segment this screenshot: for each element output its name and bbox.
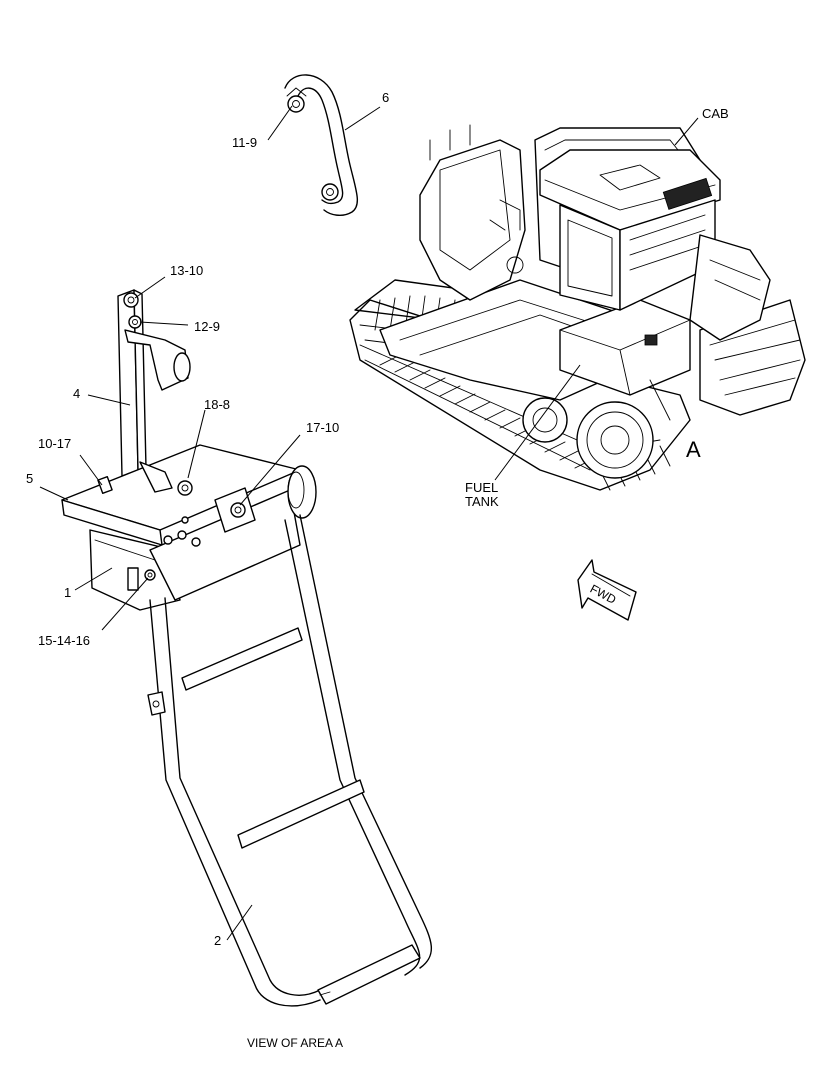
- callout-12-9: 12-9: [194, 319, 220, 334]
- cab-leader: [674, 117, 699, 146]
- callout-4: 4: [73, 386, 80, 401]
- machine-illustration: [349, 124, 806, 491]
- callout-15-14-16: 15-14-16: [38, 633, 90, 648]
- callout-13-10: 13-10: [170, 263, 203, 278]
- leader-11-9: [267, 105, 293, 141]
- cab-label: CAB: [702, 106, 729, 121]
- leader-13-10: [134, 276, 166, 299]
- callout-6: 6: [382, 90, 389, 105]
- area-marker: A: [686, 437, 701, 462]
- leader-2: [226, 904, 253, 941]
- leader-18-8: [187, 409, 206, 479]
- callout-5: 5: [26, 471, 33, 486]
- leader-15-14-16: [101, 577, 149, 631]
- leader-12-9: [139, 321, 189, 326]
- leader-4: [87, 394, 131, 406]
- bracket-assembly: [61, 289, 317, 611]
- leader-10-17: [79, 454, 103, 486]
- leader-6: [344, 106, 381, 131]
- callout-10-17: 10-17: [38, 436, 71, 451]
- fuel-tank-label-line2: TANK: [465, 494, 499, 509]
- view-caption: VIEW OF AREA A: [247, 1036, 343, 1050]
- fuel-tank-label-line1: FUEL: [465, 480, 498, 495]
- forward-direction-arrow: FWD: [577, 559, 637, 621]
- callout-18-8: 18-8: [204, 397, 230, 412]
- callout-11-9: 11-9: [232, 135, 257, 150]
- callout-2: 2: [214, 933, 221, 948]
- callout-17-10: 17-10: [306, 420, 339, 435]
- leader-1: [74, 567, 113, 591]
- callout-1: 1: [64, 585, 71, 600]
- handrail-part: [284, 74, 359, 217]
- fuel-tank-leader: [494, 364, 581, 481]
- leader-5: [39, 486, 69, 501]
- ladder-part: [147, 514, 433, 1007]
- leader-17-10: [239, 434, 301, 506]
